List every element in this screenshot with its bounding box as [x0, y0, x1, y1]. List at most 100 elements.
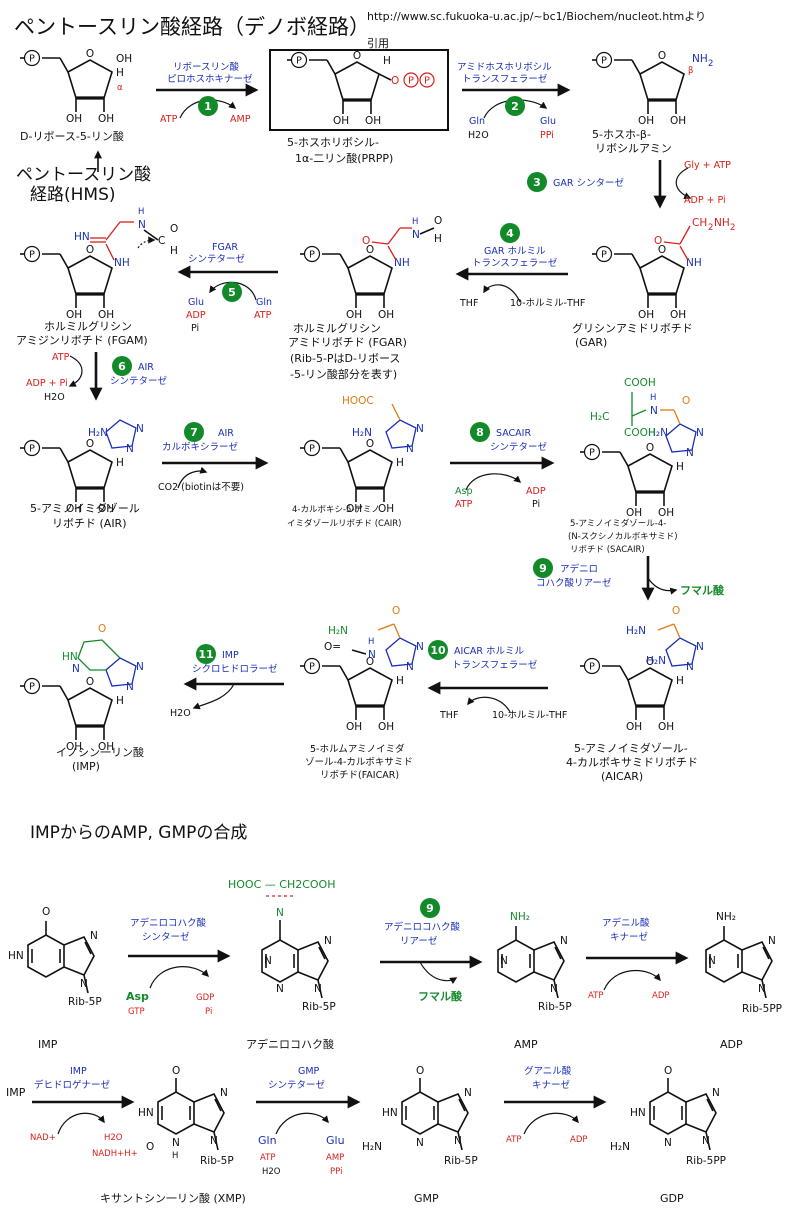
svg-text:P: P: [408, 76, 414, 87]
enzyme-4-label-1: GAR ホルミル: [484, 246, 546, 257]
s2-cofactor-glu: Glu: [326, 1134, 345, 1147]
svg-text:2: 2: [511, 100, 519, 113]
svg-text:H: H: [172, 1151, 178, 1161]
svg-text:3: 3: [533, 176, 541, 189]
step-badge-6: [112, 356, 132, 376]
svg-text:O: O: [416, 1065, 424, 1077]
enzyme-impdh-2: デヒドロゲナーゼ: [34, 1079, 111, 1091]
svg-text:O: O: [434, 215, 442, 227]
svg-text:HN: HN: [62, 651, 78, 663]
svg-text:N: N: [210, 1135, 218, 1147]
svg-text:Rib-5P: Rib-5P: [538, 1001, 572, 1013]
enzyme-1-label-1: リボースリン酸: [173, 61, 240, 73]
svg-text:N: N: [136, 661, 144, 673]
svg-text:9: 9: [539, 562, 547, 575]
air-label-1: 5-アミノイミダゾール: [30, 501, 140, 515]
cofactor-glu-2: Glu: [540, 116, 556, 127]
svg-text:H₂N: H₂N: [362, 1141, 382, 1153]
sacair-label-3: リボチド (SACAIR): [570, 545, 645, 555]
svg-text:8: 8: [476, 426, 484, 439]
imp-label-1: イノシン一リン酸: [56, 745, 144, 759]
svg-text:HN: HN: [74, 231, 90, 243]
svg-text:O: O: [362, 235, 370, 247]
svg-text:N: N: [768, 935, 776, 947]
svg-text:N: N: [416, 423, 424, 435]
gdp-structure: O HN H₂N N N N Rib-5PP: [610, 1065, 726, 1167]
svg-text:H: H: [676, 461, 684, 473]
step-badge-5: [222, 282, 242, 302]
sacair-structure: N N H₂N O N H H₂C COOH COOH H: [578, 377, 704, 521]
svg-text:H₂N: H₂N: [610, 1141, 630, 1153]
svg-text:N: N: [412, 229, 420, 241]
svg-text:O: O: [392, 605, 400, 617]
svg-text:N: N: [406, 443, 414, 455]
fgar-label-4: -5-リン酸部分を表す): [290, 367, 397, 381]
cofactor-amp-1: AMP: [230, 114, 251, 125]
svg-text:O: O: [146, 1141, 154, 1153]
svg-text:N: N: [686, 447, 694, 459]
gar-label-2: (GAR): [575, 336, 607, 349]
svg-text:H₂N: H₂N: [88, 427, 108, 439]
svg-text:N: N: [324, 935, 332, 947]
faicar-label-1: 5-ホルムアミノイミダ: [310, 743, 405, 755]
svg-text:Rib-5P: Rib-5P: [302, 1001, 336, 1013]
svg-text:2: 2: [708, 59, 713, 69]
svg-text:4: 4: [506, 227, 514, 240]
s2-cofactor-amp: AMP: [326, 1153, 344, 1163]
svg-text:C: C: [158, 235, 165, 247]
svg-text:H₂C: H₂C: [590, 411, 609, 423]
cofactor-h2o-6: H2O: [44, 392, 65, 403]
svg-text:H: H: [434, 233, 442, 245]
svg-text:N: N: [664, 1137, 672, 1149]
svg-text:NH: NH: [686, 257, 702, 269]
amp-structure: NH₂ N N N Rib-5P: [497, 911, 572, 1013]
s2-cofactor-gln: Gln: [258, 1134, 277, 1147]
svg-text:N: N: [220, 1087, 228, 1099]
adp-structure: NH₂ N N N Rib-5PP: [705, 911, 782, 1015]
enzyme-adsl-2: リアーゼ: [400, 935, 438, 947]
s2-cofactor-ppi: PPi: [330, 1167, 342, 1177]
step-badge-11: [196, 644, 216, 664]
svg-text:CH: CH: [692, 217, 707, 229]
cofactor-formyl-thf-10: 10-ホルミル-THF: [492, 710, 567, 721]
fgam-label-2: アミジンリボチド (FGAM): [16, 334, 148, 347]
svg-text:O: O: [654, 235, 662, 247]
svg-text:O: O: [682, 395, 690, 407]
step-badge-4: [500, 223, 520, 243]
svg-text:N: N: [172, 1137, 180, 1149]
svg-text:H₂N: H₂N: [648, 427, 668, 439]
cofactor-formyl-thf-4: 10-ホルミル-THF: [510, 298, 585, 309]
svg-text:N: N: [550, 983, 558, 995]
svg-text:HN: HN: [8, 950, 24, 962]
enzyme-8-label-1: SACAIR: [496, 428, 531, 439]
cofactor-asp-8: Asp: [455, 486, 472, 497]
svg-text:Rib-5P: Rib-5P: [200, 1155, 234, 1167]
svg-text:N: N: [314, 983, 322, 995]
step-badge-8: [470, 422, 490, 442]
svg-text:H: H: [116, 695, 124, 707]
aicar-label-3: (AICAR): [601, 770, 643, 783]
svg-text:H: H: [116, 457, 124, 469]
svg-text:N: N: [702, 1135, 710, 1147]
svg-text:N: N: [276, 983, 284, 995]
enzyme-gk-1: グアニル酸: [524, 1065, 572, 1077]
cofactor-thf-10: THF: [439, 710, 458, 721]
enzyme-3-label: GAR シンターゼ: [553, 177, 624, 189]
cofactor-glu-5: Glu: [188, 297, 204, 308]
gmp-label: GMP: [414, 1192, 439, 1205]
svg-text:N: N: [686, 661, 694, 673]
svg-text:NH: NH: [394, 257, 410, 269]
svg-text:O: O: [170, 223, 178, 235]
svg-text:N: N: [560, 935, 568, 947]
s2-cofactor-atp-gmps: ATP: [260, 1153, 275, 1163]
succinyl-group: HOOC — CH2COOH: [228, 878, 335, 891]
fgar-label-2: アミドリボチド (FGAR): [288, 336, 407, 349]
cofactor-adp-5: ADP: [186, 310, 206, 321]
cair-label-1: 4-カルボキシ-5-アミノ: [292, 505, 380, 515]
s2-imp-label: IMP: [38, 1038, 58, 1051]
cofactor-gln-5: Gln: [256, 297, 272, 308]
svg-text:Rib-5PP: Rib-5PP: [742, 1003, 782, 1015]
svg-text:H: H: [396, 457, 404, 469]
s2-imp-structure: O HN N N Rib-5P: [8, 906, 102, 1008]
svg-text:COOH: COOH: [624, 377, 656, 389]
